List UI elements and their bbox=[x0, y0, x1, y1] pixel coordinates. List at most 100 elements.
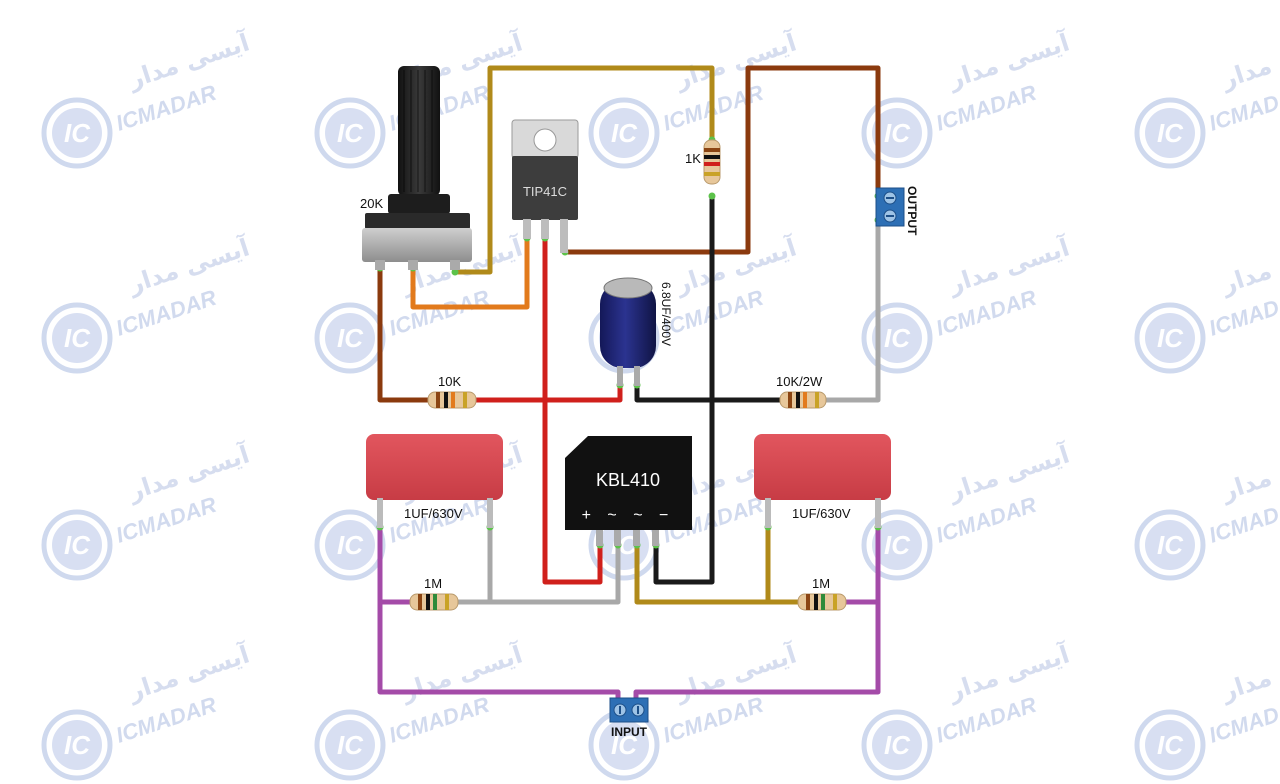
watermark-brand-latin: ICMADAR bbox=[933, 692, 1040, 748]
watermark-brand-latin: ICMADAR bbox=[113, 285, 220, 341]
watermark-brand-persian: آیسی مدار bbox=[1217, 232, 1280, 299]
watermark-brand-persian: آیسی مدار bbox=[671, 232, 801, 299]
watermark-brand-latin: ICMADAR bbox=[386, 285, 493, 341]
watermark-logo-icon bbox=[1137, 305, 1203, 371]
input-terminal: INPUT bbox=[609, 697, 649, 739]
resistor-10k-2w: 10K/2W bbox=[776, 374, 827, 409]
pot-bushing bbox=[388, 194, 450, 214]
watermark-logo-icon bbox=[864, 712, 930, 778]
wire-red-collector-to-bridge bbox=[542, 235, 603, 585]
wire-black-1k-to-bridge bbox=[653, 193, 715, 585]
watermark-logo-icon bbox=[864, 100, 930, 166]
input-label: INPUT bbox=[611, 725, 648, 739]
resistor-1m-left: 1M bbox=[409, 576, 459, 611]
watermark-logo-icon bbox=[44, 712, 110, 778]
watermark-tile: ICMADAR آیسی مدار bbox=[317, 639, 527, 778]
watermark-brand-persian: آیسی مدار bbox=[944, 232, 1074, 299]
watermark-tile: ICMADAR آیسی مدار bbox=[1137, 639, 1280, 778]
watermark-logo-icon bbox=[44, 512, 110, 578]
watermark-logo-icon bbox=[317, 712, 383, 778]
watermark-brand-persian: آیسی مدار bbox=[944, 439, 1074, 506]
watermark-logo-icon bbox=[1137, 512, 1203, 578]
wire-red-10k-to-cap bbox=[469, 382, 623, 403]
watermark-tile: ICMADAR آیسی مدار bbox=[44, 439, 254, 578]
wire-purple-right bbox=[633, 524, 881, 715]
output-terminal: OUTPUT bbox=[875, 186, 919, 236]
watermark-brand-persian: آیسی مدار bbox=[397, 639, 527, 706]
wire-brown-emitter-to-output bbox=[562, 65, 881, 255]
watermark-brand-persian: آیسی مدار bbox=[944, 27, 1074, 94]
watermark-logo-icon bbox=[1137, 100, 1203, 166]
capacitor-film-left-label: 1UF/630V bbox=[404, 506, 463, 521]
watermark-brand-persian: آیسی مدار bbox=[1217, 27, 1280, 94]
watermark-tile: ICMADAR آیسی مدار bbox=[864, 639, 1074, 778]
watermark-brand-persian: آیسی مدار bbox=[124, 439, 254, 506]
capacitor-film-left: 1UF/630V bbox=[366, 434, 503, 528]
watermark-brand-persian: آیسی مدار bbox=[124, 232, 254, 299]
wire-gray-leftcap-to-bridge bbox=[487, 524, 621, 605]
watermark-brand-latin: ICMADAR bbox=[113, 692, 220, 748]
watermark-brand-persian: آیسی مدار bbox=[124, 639, 254, 706]
watermark-brand-persian: آیسی مدار bbox=[124, 27, 254, 94]
watermark-tile: ICMADAR آیسی مدار bbox=[44, 232, 254, 371]
watermark-tile: ICMADAR آیسی مدار bbox=[864, 232, 1074, 371]
transistor-tip41c: TIP41C bbox=[511, 119, 579, 253]
wire-gray-10k2w-to-output bbox=[819, 217, 881, 403]
watermark-brand-latin: ICMADAR bbox=[933, 80, 1040, 136]
pot-body bbox=[362, 228, 472, 262]
watermark-brand-persian: آیسی مدار bbox=[671, 639, 801, 706]
watermark-brand-persian: آیسی مدار bbox=[1217, 639, 1280, 706]
bridge-pins-label: + ~ ~ − bbox=[582, 507, 675, 524]
watermark-brand-persian: آیسی مدار bbox=[1217, 439, 1280, 506]
watermark-brand-latin: ICMADAR bbox=[113, 80, 220, 136]
pot-label: 20K bbox=[360, 196, 383, 211]
bridge-rectifier-kbl410: KBL410 + ~ ~ − bbox=[565, 436, 692, 546]
capacitor-electrolytic-label: 6.8UF/400V bbox=[659, 282, 673, 346]
watermark-layer: ICMADAR آیسی مدار ICMADAR آیسی مدار ICMA… bbox=[44, 27, 1280, 778]
watermark-brand-latin: ICMADAR bbox=[660, 692, 767, 748]
watermark-tile: ICMADAR آیسی مدار bbox=[44, 27, 254, 166]
wire-gold-bridge-to-rightcap bbox=[634, 524, 771, 605]
watermark-logo-icon bbox=[591, 100, 657, 166]
resistor-1m-right: 1M bbox=[797, 576, 847, 611]
watermark-tile: ICMADAR آیسی مدار bbox=[1137, 232, 1280, 371]
watermark-brand-latin: ICMADAR bbox=[933, 492, 1040, 548]
capacitor-electrolytic: 6.8UF/400V bbox=[600, 277, 673, 386]
potentiometer-20k: 20K bbox=[360, 66, 472, 270]
watermark-logo-icon bbox=[44, 100, 110, 166]
watermark-logo-icon bbox=[317, 512, 383, 578]
wire-black-cap-to-10k2w bbox=[634, 382, 788, 403]
watermark-brand-persian: آیسی مدار bbox=[671, 27, 801, 94]
resistor-1m-right-label: 1M bbox=[812, 576, 830, 591]
watermark-brand-latin: ICMADAR bbox=[386, 692, 493, 748]
pot-knob bbox=[398, 66, 440, 196]
watermark-logo-icon bbox=[317, 100, 383, 166]
watermark-tile: ICMADAR آیسی مدار bbox=[864, 27, 1074, 166]
resistor-1k: 1K bbox=[685, 139, 721, 185]
watermark-logo-icon bbox=[317, 305, 383, 371]
bridge-label: KBL410 bbox=[596, 470, 660, 490]
output-label: OUTPUT bbox=[905, 186, 919, 236]
capacitor-film-right: 1UF/630V bbox=[754, 434, 891, 528]
resistor-10k: 10K bbox=[427, 374, 477, 409]
wire-orange-pot-to-base bbox=[410, 235, 530, 310]
wire-gold-pot-to-1k bbox=[452, 65, 715, 275]
watermark-tile: ICMADAR آیسی مدار bbox=[1137, 27, 1280, 166]
resistor-10k2w-label: 10K/2W bbox=[776, 374, 823, 389]
resistor-1m-left-label: 1M bbox=[424, 576, 442, 591]
watermark-brand-latin: ICMADAR bbox=[113, 492, 220, 548]
resistor-1k-label: 1K bbox=[685, 151, 701, 166]
watermark-tile: ICMADAR آیسی مدار bbox=[591, 27, 801, 166]
wire-brown-pot-to-10k bbox=[377, 265, 435, 403]
watermark-logo-icon bbox=[44, 305, 110, 371]
watermark-tile: ICMADAR آیسی مدار bbox=[864, 439, 1074, 578]
watermark-tile: ICMADAR آیسی مدار bbox=[1137, 439, 1280, 578]
watermark-brand-latin: ICMADAR bbox=[933, 285, 1040, 341]
watermark-logo-icon bbox=[864, 512, 930, 578]
watermark-brand-persian: آیسی مدار bbox=[944, 639, 1074, 706]
watermark-logo-icon bbox=[1137, 712, 1203, 778]
watermark-tile: ICMADAR آیسی مدار bbox=[44, 639, 254, 778]
transistor-label: TIP41C bbox=[523, 184, 567, 199]
watermark-logo-icon bbox=[864, 305, 930, 371]
